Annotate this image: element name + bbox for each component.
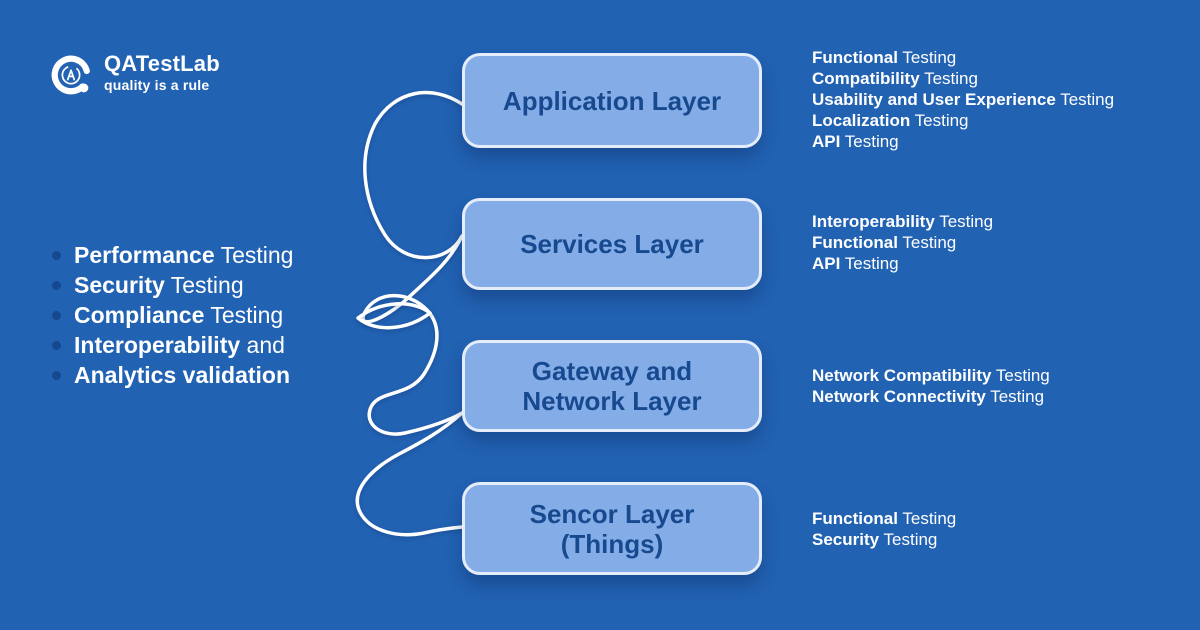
layer-box-label: Application Layer — [502, 85, 722, 116]
test-rest: Testing — [910, 111, 969, 130]
layer-box-label: Services Layer — [520, 229, 704, 259]
test-bold: API — [812, 132, 841, 151]
test-line: Functional Testing — [812, 47, 1114, 68]
test-line: Functional Testing — [812, 232, 993, 253]
list-item-rest: Testing — [214, 241, 294, 268]
test-rest: Testing — [840, 132, 899, 151]
test-bold: Functional — [812, 509, 898, 528]
test-line: Compatibility Testing — [812, 68, 1114, 89]
test-bold: Usability and User Experience — [812, 90, 1056, 109]
services-layer-tests: Interoperability Testing Functional Test… — [812, 211, 993, 274]
layer-box-label: Sencor Layer (Things) — [529, 498, 695, 559]
test-line: Usability and User Experience Testing — [812, 89, 1114, 110]
qatestlab-logo: QATestLab quality is a rule — [48, 52, 220, 98]
list-item: Security Testing — [52, 270, 293, 300]
bullet-dot-icon — [52, 280, 61, 290]
general-testing-list: Performance Testing Security Testing Com… — [52, 240, 293, 390]
test-rest: Testing — [897, 48, 957, 67]
test-rest: Testing — [840, 254, 899, 273]
test-bold: API — [812, 254, 841, 273]
list-item: Analytics validation — [52, 360, 293, 390]
test-line: Security Testing — [812, 529, 956, 550]
test-rest: Testing — [991, 366, 1050, 385]
test-line: API Testing — [812, 131, 1114, 152]
list-item: Compliance Testing — [52, 300, 293, 330]
test-bold: Functional — [812, 233, 898, 252]
test-rest: Testing — [919, 69, 978, 88]
logo-name: QATestLab — [104, 51, 220, 76]
test-bold: Compatibility — [812, 69, 920, 88]
test-line: Network Compatibility Testing — [812, 365, 1050, 386]
list-item-bold: Performance — [74, 241, 215, 268]
bullet-dot-icon — [52, 370, 61, 380]
test-line: API Testing — [812, 253, 993, 274]
list-item-bold: Interoperability — [74, 331, 241, 358]
test-rest: Testing — [985, 387, 1045, 406]
bullet-dot-icon — [52, 310, 61, 320]
test-bold: Localization — [812, 111, 911, 130]
test-rest: Testing — [934, 212, 994, 231]
layer-box-gateway-network: Gateway and Network Layer — [462, 340, 762, 432]
test-line: Network Connectivity Testing — [812, 386, 1050, 407]
test-line: Functional Testing — [812, 508, 956, 529]
list-item-bold: Analytics validation — [74, 361, 291, 388]
test-line: Interoperability Testing — [812, 211, 993, 232]
test-rest: Testing — [879, 530, 938, 549]
list-item: Interoperability and — [52, 330, 293, 360]
test-bold: Network Compatibility — [812, 366, 992, 385]
test-rest: Testing — [897, 509, 957, 528]
test-line: Localization Testing — [812, 110, 1114, 131]
layer-box-application: Application Layer — [462, 53, 762, 148]
logo-text-block: QATestLab quality is a rule — [104, 52, 220, 94]
test-rest: Testing — [897, 233, 957, 252]
list-item-rest: Testing — [164, 271, 244, 298]
logo-tagline: quality is a rule — [104, 77, 210, 93]
sencor-layer-tests: Functional Testing Security Testing — [812, 508, 956, 550]
list-item-bold: Compliance — [74, 301, 205, 328]
bullet-dot-icon — [52, 340, 61, 350]
test-rest: Testing — [1055, 90, 1115, 109]
test-bold: Functional — [812, 48, 898, 67]
application-layer-tests: Functional Testing Compatibility Testing… — [812, 47, 1114, 152]
layer-box-services: Services Layer — [462, 198, 762, 290]
list-item: Performance Testing — [52, 240, 293, 270]
list-item-rest: and — [240, 331, 285, 358]
layer-box-label: Gateway and Network Layer — [522, 356, 702, 416]
test-bold: Security — [812, 530, 880, 549]
qatestlab-logo-icon — [51, 55, 91, 95]
gateway-network-layer-tests: Network Compatibility Testing Network Co… — [812, 365, 1050, 407]
bullet-dot-icon — [52, 250, 61, 260]
test-bold: Interoperability — [812, 212, 935, 231]
list-item-rest: Testing — [204, 301, 284, 328]
layer-box-sencor-things: Sencor Layer (Things) — [462, 482, 762, 575]
list-item-bold: Security — [74, 271, 165, 298]
test-bold: Network Connectivity — [812, 387, 986, 406]
